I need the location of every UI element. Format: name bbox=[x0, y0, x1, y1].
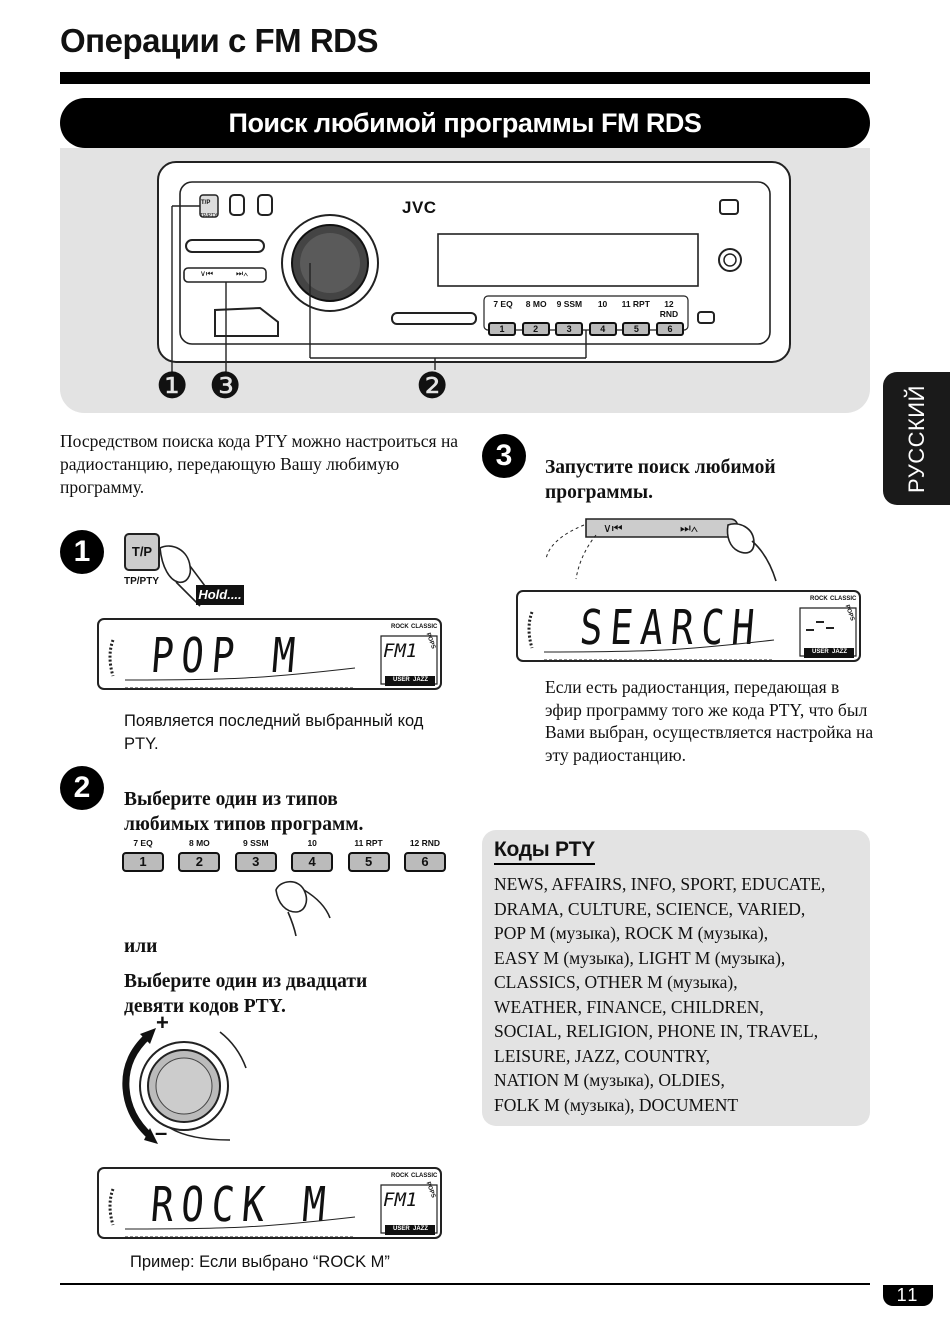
device-preset-label: 9 SSM bbox=[556, 299, 583, 309]
preset-button-2: 2 bbox=[178, 852, 221, 872]
pty-codes-list: NEWS, AFFAIRS, INFO, SPORT, EDUCATE, DRA… bbox=[494, 872, 869, 1117]
preset-button-6: 6 bbox=[403, 852, 446, 872]
callout-3: ❸ bbox=[209, 365, 242, 406]
device-preset-label: 12 RND bbox=[659, 299, 679, 319]
pty-line: DRAMA, CULTURE, SCIENCE, VARIED, bbox=[494, 898, 806, 919]
lcd-tag-rock: ROCK bbox=[810, 596, 828, 602]
plus-label: + bbox=[156, 1010, 169, 1035]
pty-codes-title: Коды PTY bbox=[494, 838, 595, 865]
section-title: Поиск любимой программы FM RDS bbox=[60, 98, 870, 148]
page-title: Операции с FM RDS bbox=[60, 22, 379, 59]
language-tab-label: РУССКИЙ bbox=[903, 384, 929, 493]
lcd-display-pop-m: POP M FM1 ROCK CLASSIC POPS USER JAZZ bbox=[97, 618, 442, 690]
hold-badge: Hold.... bbox=[196, 585, 244, 605]
seek-buttons-illustration bbox=[545, 518, 777, 582]
lcd-band: FM1 bbox=[383, 640, 418, 662]
preset-label: 8 MO bbox=[189, 838, 210, 848]
device-preset-label: 10 bbox=[597, 299, 608, 309]
lcd-tag-jazz: JAZZ bbox=[832, 649, 847, 655]
preset-button-1: 1 bbox=[122, 852, 164, 872]
device-tp-label: T/P bbox=[201, 200, 211, 206]
device-preset-label: 11 RPT bbox=[621, 299, 650, 309]
lcd-tag-rock: ROCK bbox=[391, 624, 409, 630]
language-tab: РУССКИЙ bbox=[883, 372, 950, 505]
tp-pty-button: T/P bbox=[124, 533, 160, 571]
device-preset-button-1: 1 bbox=[488, 322, 516, 336]
step-2-number: 2 bbox=[60, 766, 104, 810]
step-3-title: Запустите поиск любимой программы. bbox=[545, 457, 776, 503]
device-preset-button-5: 5 bbox=[622, 322, 651, 336]
lcd-tag-jazz: JAZZ bbox=[413, 1226, 428, 1232]
finger-press-icon bbox=[275, 880, 331, 937]
callout-1: ❶ bbox=[156, 365, 189, 406]
device-preset-button-6: 6 bbox=[655, 322, 684, 336]
lcd-display-search: SEARCH ROCK CLASSIC POPS USER JAZZ bbox=[516, 590, 861, 662]
step-2-title: Выберите один из типов любимых типов про… bbox=[124, 789, 364, 835]
pty-line: CLASSICS, OTHER M (музыка), bbox=[494, 972, 738, 992]
lcd-tag-user: USER bbox=[393, 677, 410, 683]
preset-buttons-row: 7 EQ 8 MO 9 SSM 10 11 RPT 12 RND 1 2 3 4… bbox=[122, 838, 446, 872]
device-preset-button-4: 4 bbox=[588, 322, 617, 336]
preset-label: 11 RPT bbox=[354, 838, 383, 848]
device-preset-label: 7 EQ bbox=[493, 299, 513, 309]
pty-codes-box bbox=[482, 830, 870, 1126]
pty-line: EASY M (музыка), LIGHT M (музыка), bbox=[494, 947, 786, 968]
preset-label: 10 bbox=[307, 838, 317, 848]
device-preset-label: 8 MO bbox=[525, 299, 547, 309]
pty-line: FOLK M (музыка), DOCUMENT bbox=[494, 1094, 739, 1115]
step-2-title-alt: Выберите один из двадцати девяти кодов P… bbox=[124, 971, 368, 1017]
device-brand-logo: JVC bbox=[402, 198, 437, 217]
pty-line: NEWS, AFFAIRS, INFO, SPORT, EDUCATE, bbox=[494, 874, 826, 894]
seek-left-button: ∨⏮ bbox=[603, 521, 623, 535]
preset-label: 7 EQ bbox=[133, 838, 153, 848]
step-1-note: Появляется последний выбранный код PTY. bbox=[124, 712, 424, 753]
pty-line: NATION M (музыка), OLDIES, bbox=[494, 1070, 725, 1090]
callout-2: ❷ bbox=[416, 365, 449, 406]
finger-press-icon bbox=[159, 545, 209, 607]
device-tp-sub: TP/PTY bbox=[200, 213, 218, 219]
preset-label: 9 SSM bbox=[243, 838, 269, 848]
pty-line: WEATHER, FINANCE, CHILDREN, bbox=[494, 996, 764, 1017]
step-1-number: 1 bbox=[60, 530, 104, 574]
lcd-tag-classic: CLASSIC bbox=[830, 596, 857, 602]
preset-label: 12 RND bbox=[409, 838, 441, 848]
step-3-number: 3 bbox=[482, 434, 526, 478]
rotary-knob-illustration bbox=[122, 1028, 247, 1144]
step-2-example: Пример: Если выбрано “ROCK M” bbox=[130, 1253, 390, 1271]
pty-line: POP M (музыка), ROCK M (музыка), bbox=[494, 923, 769, 943]
or-label: или bbox=[124, 936, 158, 957]
lcd-band: FM1 bbox=[383, 1189, 418, 1211]
preset-button-4: 4 bbox=[291, 852, 334, 872]
lcd-tag-classic: CLASSIC bbox=[411, 624, 438, 630]
device-preset-button-3: 3 bbox=[555, 322, 584, 336]
lcd-tag-jazz: JAZZ bbox=[413, 677, 428, 683]
lcd-display-rock-m: ROCK M FM1 ROCK CLASSIC POPS USER JAZZ bbox=[97, 1167, 442, 1239]
tp-pty-button-sub: TP/PTY bbox=[124, 576, 160, 587]
car-stereo-faceplate-illustration bbox=[157, 161, 791, 375]
lcd-tag-rock: ROCK bbox=[391, 1173, 409, 1179]
seek-right-button: ⏭∧ bbox=[680, 521, 699, 535]
lcd-tag-user: USER bbox=[393, 1226, 410, 1232]
device-seek-left: ∨⏮ bbox=[200, 269, 214, 278]
bottom-rule bbox=[60, 1283, 870, 1285]
preset-button-5: 5 bbox=[347, 852, 390, 872]
pty-line: LEISURE, JAZZ, COUNTRY, bbox=[494, 1045, 711, 1066]
lcd-tag-user: USER bbox=[812, 649, 829, 655]
device-preset-row: 7 EQ 8 MO 9 SSM 10 11 RPT 12 RND 1 2 3 4… bbox=[488, 299, 684, 336]
device-seek-right: ⏭∧ bbox=[236, 269, 249, 278]
title-rule bbox=[60, 72, 870, 84]
pty-line: SOCIAL, RELIGION, PHONE IN, TRAVEL, bbox=[494, 1021, 819, 1041]
page-number: 11 bbox=[883, 1285, 933, 1306]
preset-button-3: 3 bbox=[234, 852, 277, 872]
step-3-description: Если есть радиостанция, передающая в эфи… bbox=[545, 677, 874, 765]
lcd-tag-classic: CLASSIC bbox=[411, 1173, 438, 1179]
intro-paragraph: Посредством поиска кода PTY можно настро… bbox=[60, 431, 459, 497]
device-preset-button-2: 2 bbox=[521, 322, 550, 336]
